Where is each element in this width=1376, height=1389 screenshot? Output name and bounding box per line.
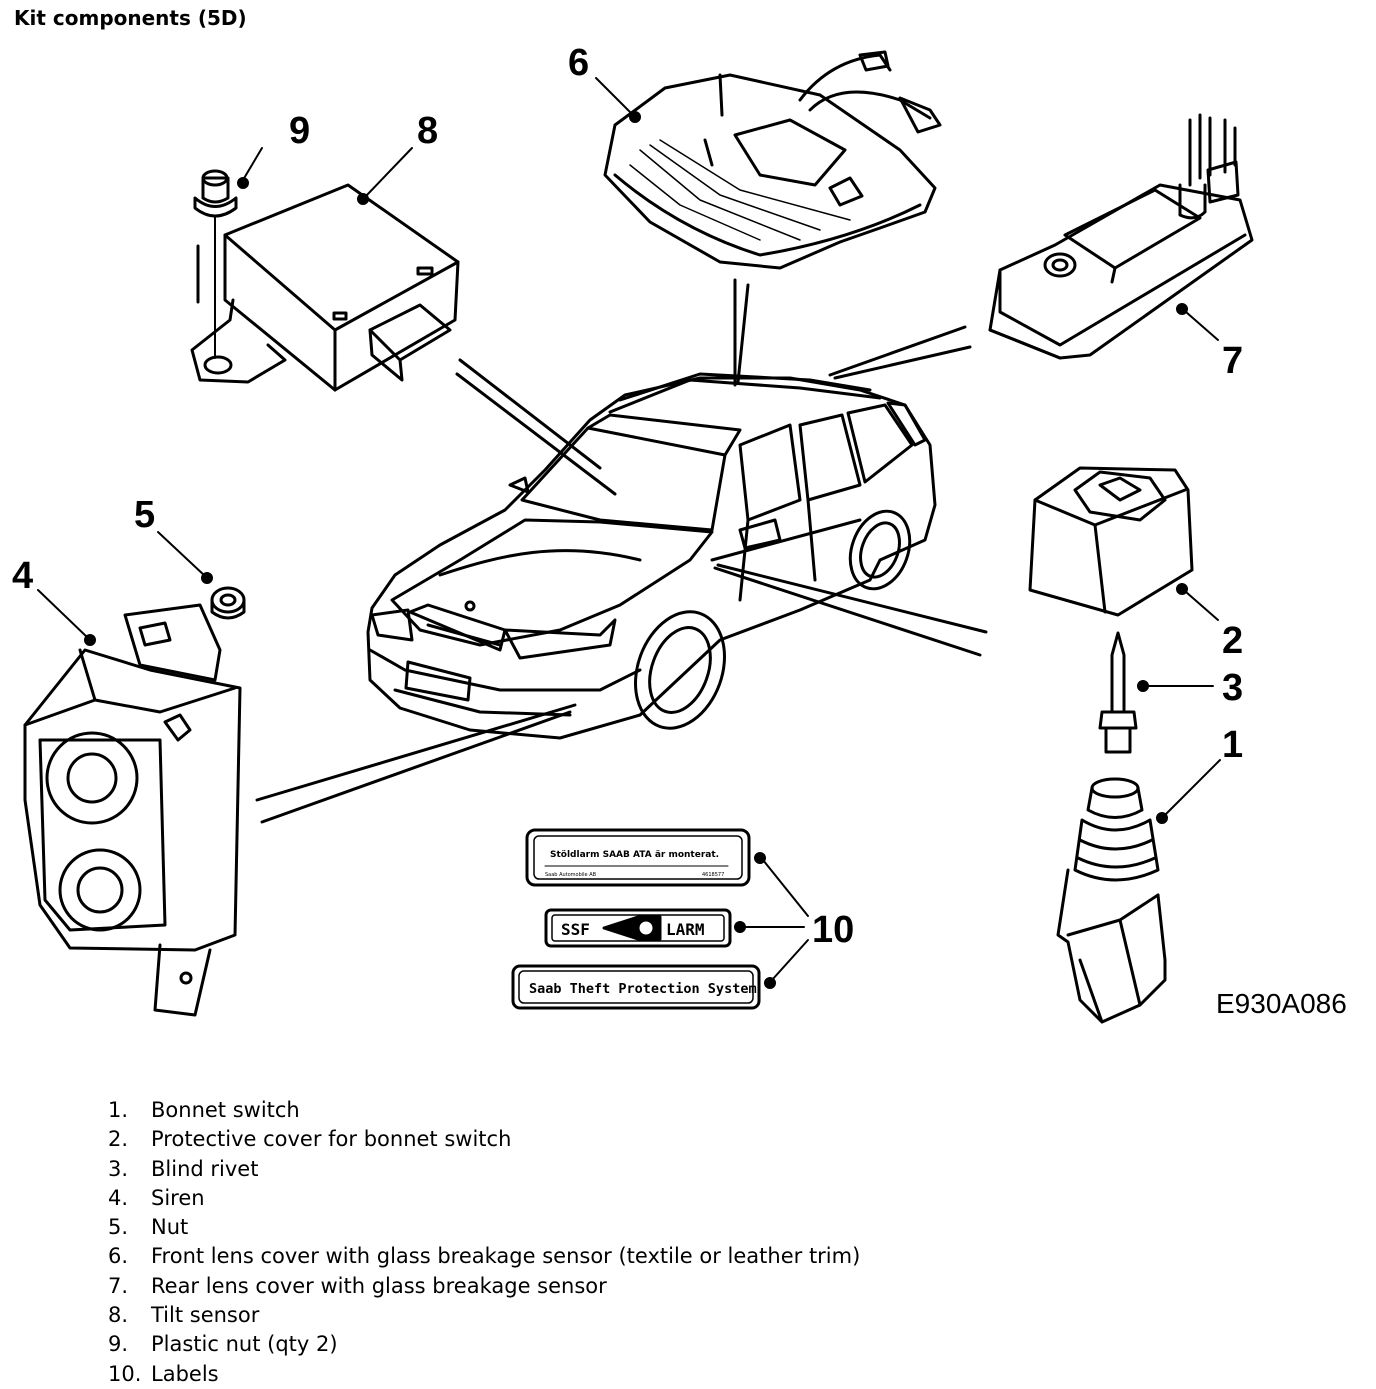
callout-8: 8 bbox=[417, 110, 438, 152]
legend-text: Labels bbox=[151, 1361, 219, 1386]
legend-number: 5. bbox=[108, 1215, 129, 1240]
label-a-text: Stöldlarm SAAB ATA är monterat. bbox=[550, 850, 719, 860]
legend-text: Plastic nut (qty 2) bbox=[151, 1332, 338, 1357]
legend-text: Rear lens cover with glass breakage sens… bbox=[151, 1273, 607, 1298]
legend-item: 5. Nut bbox=[108, 1213, 860, 1242]
callout-2: 2 bbox=[1222, 620, 1243, 662]
siren-illustration bbox=[23, 603, 242, 1017]
front-lens-cover-illustration bbox=[603, 50, 942, 270]
legend-number: 10. bbox=[108, 1361, 142, 1386]
legend-item: 9. Plastic nut (qty 2) bbox=[108, 1330, 860, 1359]
legend-number: 3. bbox=[108, 1156, 129, 1181]
legend-number: 8. bbox=[108, 1303, 129, 1328]
callout-3: 3 bbox=[1222, 667, 1243, 709]
legend-text: Siren bbox=[151, 1185, 205, 1210]
pointer-lines bbox=[255, 278, 988, 824]
car-illustration bbox=[366, 372, 937, 740]
callout-leaders bbox=[37, 77, 1221, 989]
legend-item: 10. Labels bbox=[108, 1360, 860, 1389]
legend-number: 6. bbox=[108, 1244, 129, 1269]
legend-number: 9. bbox=[108, 1332, 129, 1357]
callout-6: 6 bbox=[568, 42, 589, 84]
legend-text: Blind rivet bbox=[151, 1156, 259, 1181]
labels-illustration bbox=[511, 828, 761, 1010]
legend-text: Protective cover for bonnet switch bbox=[151, 1127, 512, 1152]
component-legend: 1. Bonnet switch 2. Protective cover for b… bbox=[108, 1096, 860, 1389]
legend-text: Bonnet switch bbox=[151, 1098, 300, 1122]
legend-item: 2. Protective cover for bonnet switch bbox=[108, 1125, 860, 1154]
legend-item: 3. Blind rivet bbox=[108, 1155, 860, 1184]
legend-item: 1. Bonnet switch bbox=[108, 1096, 860, 1125]
nut-illustration bbox=[210, 586, 246, 620]
callout-4: 4 bbox=[12, 555, 33, 597]
callout-10: 10 bbox=[812, 909, 854, 951]
figure-code: E930A086 bbox=[1216, 988, 1347, 1019]
rear-lens-cover-illustration bbox=[988, 113, 1254, 360]
label-a-company: Saab Automobile AB bbox=[545, 872, 597, 878]
legend-number: 4. bbox=[108, 1185, 129, 1210]
label-a-partno: 4618577 bbox=[702, 872, 724, 878]
label-b-left: SSF bbox=[561, 920, 590, 939]
bonnet-switch-illustration bbox=[1056, 777, 1167, 1024]
plastic-nut-illustration bbox=[193, 169, 238, 359]
legend-number: 7. bbox=[108, 1273, 129, 1298]
callout-7: 7 bbox=[1222, 340, 1243, 382]
callout-5: 5 bbox=[134, 494, 155, 536]
blind-rivet-illustration bbox=[1098, 631, 1138, 754]
legend-item: 6. Front lens cover with glass breakage s… bbox=[108, 1242, 860, 1271]
legend-number: 2. bbox=[108, 1127, 129, 1152]
legend-text: Front lens cover with glass breakage sen… bbox=[151, 1244, 861, 1269]
kit-components-diagram: Stöldlarm SAAB ATA är monterat. Saab Aut… bbox=[12, 42, 1254, 1024]
legend-text: Nut bbox=[151, 1215, 189, 1240]
legend-item: 4. Siren bbox=[108, 1184, 860, 1213]
legend-number: 1. bbox=[108, 1098, 129, 1122]
callout-9: 9 bbox=[289, 110, 310, 152]
legend-item: 8. Tilt sensor bbox=[108, 1301, 860, 1330]
protective-cover-illustration bbox=[1028, 466, 1194, 617]
legend-item: 7. Rear lens cover with glass breakage se… bbox=[108, 1272, 860, 1301]
legend-text: Tilt sensor bbox=[151, 1303, 260, 1328]
label-c-text: Saab Theft Protection System bbox=[529, 981, 757, 997]
page-title: Kit components (5D) bbox=[14, 6, 247, 30]
tilt-sensor-illustration bbox=[190, 183, 460, 392]
callout-1: 1 bbox=[1222, 724, 1243, 766]
label-b-right: LARM bbox=[666, 920, 705, 939]
